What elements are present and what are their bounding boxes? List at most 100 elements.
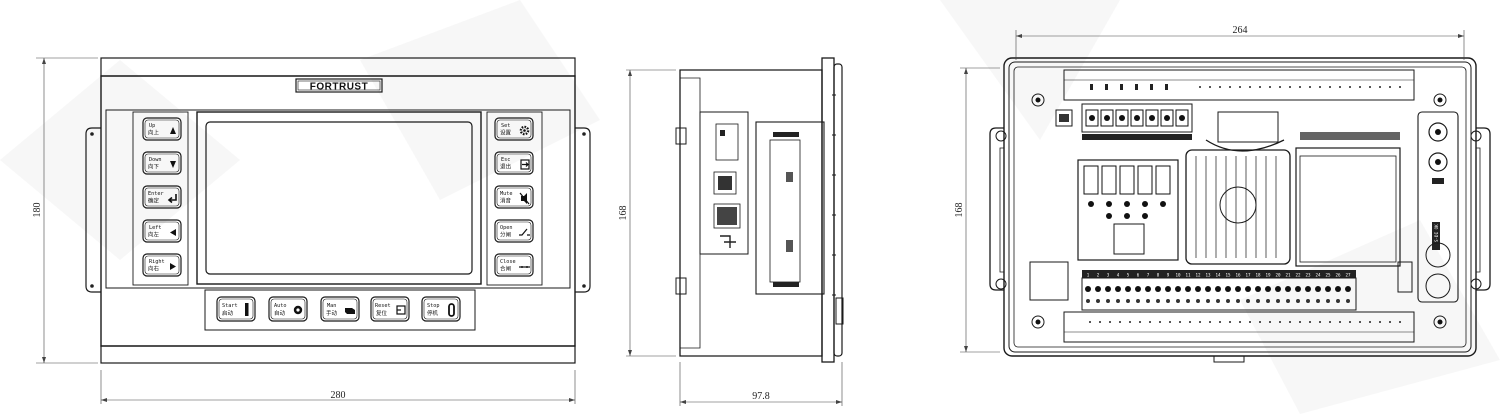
svg-text:Open: Open: [500, 225, 513, 231]
terminal-label: 25: [1325, 273, 1331, 278]
lcd-screen: [196, 111, 482, 285]
svg-text:Mute: Mute: [500, 191, 513, 197]
terminal-label: 26: [1335, 273, 1341, 278]
btn-open[interactable]: Open 分闸: [494, 219, 534, 243]
btn-left[interactable]: Left 向左: [142, 219, 182, 243]
side-height-dim: 168: [618, 206, 629, 221]
terminal-label: 11: [1185, 273, 1191, 278]
terminal-screw: [1165, 286, 1171, 292]
upper-terminal-block: [1081, 103, 1193, 140]
hand-icon: [345, 308, 355, 314]
switch-open-icon: [519, 228, 530, 236]
terminal-screw: [1245, 286, 1251, 292]
terminal-hole: [1226, 299, 1230, 303]
svg-text:Stop: Stop: [427, 303, 440, 309]
terminal-label: 4: [1117, 273, 1120, 278]
down-arrow-icon: [170, 161, 176, 168]
svg-text:启动: 启动: [222, 309, 234, 317]
terminal-label: 20: [1275, 273, 1281, 278]
terminal-screw: [1225, 286, 1231, 292]
terminal-label: 24: [1315, 273, 1321, 278]
back-dimensions: 264 168: [954, 25, 1465, 353]
svg-text:Start: Start: [222, 303, 238, 309]
btn-close[interactable]: Close 合闸: [494, 253, 534, 277]
relay-module: [1077, 159, 1179, 261]
svg-text:Enter: Enter: [148, 191, 164, 197]
back-width-dim: 264: [1233, 25, 1248, 36]
terminal-label: 10: [1175, 273, 1181, 278]
terminal-hole: [1196, 299, 1200, 303]
terminal-screw: [1275, 286, 1281, 292]
terminal-screw: [1215, 286, 1221, 292]
screws: [1031, 93, 1447, 329]
terminal-hole: [1316, 299, 1320, 303]
terminal-screw: [1325, 286, 1331, 292]
terminal-screw: [1285, 286, 1291, 292]
back-view: S-DI OK 12345678910111213141516171819202…: [954, 25, 1491, 363]
svg-text:确定: 确定: [148, 197, 160, 205]
terminal-hole: [1216, 299, 1220, 303]
svg-text:设置: 设置: [500, 129, 512, 137]
btn-right[interactable]: Right 向右: [142, 253, 182, 277]
terminal-screw: [1315, 286, 1321, 292]
terminal-screw: [1235, 286, 1241, 292]
terminal-screw: [1345, 286, 1351, 292]
btn-man[interactable]: Man 手动: [320, 296, 360, 322]
right-button-column: Set 设置 Esc 退出 Mute: [494, 117, 534, 277]
terminal-screw: [1125, 286, 1131, 292]
up-arrow-icon: [170, 127, 176, 134]
btn-reset[interactable]: Reset 复位: [370, 296, 410, 322]
btn-auto[interactable]: Auto 自动: [268, 296, 308, 322]
terminal-hole: [1166, 299, 1170, 303]
svg-text:手动: 手动: [326, 309, 338, 317]
svg-text:消音: 消音: [500, 197, 512, 205]
terminal-hole: [1326, 299, 1330, 303]
right-arrow-icon: [170, 263, 176, 270]
enter-arrow-icon: [167, 194, 177, 204]
terminal-label: 17: [1245, 273, 1251, 278]
terminal-screw: [1265, 286, 1271, 292]
terminal-screw: [1155, 286, 1161, 292]
terminal-label: 15: [1225, 273, 1231, 278]
svg-text:Auto: Auto: [274, 303, 287, 309]
svg-text:Close: Close: [500, 259, 516, 265]
front-view: FORTRUST Up 向上 Down 向下: [32, 57, 591, 404]
back-height-dim: 168: [954, 203, 965, 218]
terminal-label: 2: [1097, 273, 1100, 278]
front-height-dim: 180: [32, 203, 43, 218]
terminal-label: 22: [1295, 273, 1301, 278]
svg-text:向左: 向左: [148, 231, 160, 239]
terminal-label: 18: [1255, 273, 1261, 278]
terminal-hole: [1136, 299, 1140, 303]
heatsink: [1185, 111, 1291, 265]
btn-set[interactable]: Set 设置: [494, 117, 534, 141]
svg-text:自动: 自动: [274, 309, 286, 317]
btn-start[interactable]: Start 启动: [216, 296, 256, 322]
terminal-hole: [1156, 299, 1160, 303]
terminal-hole: [1306, 299, 1310, 303]
terminal-label: 12: [1195, 273, 1201, 278]
btn-stop[interactable]: Stop 停机: [421, 296, 461, 322]
terminal-screw: [1135, 286, 1141, 292]
terminal-screw: [1205, 286, 1211, 292]
terminal-label: 8: [1157, 273, 1160, 278]
terminal-label: 16: [1235, 273, 1241, 278]
terminal-screw: [1335, 286, 1341, 292]
btn-mute[interactable]: Mute 消音: [494, 185, 534, 209]
btn-up[interactable]: Up 向上: [142, 117, 182, 141]
btn-esc[interactable]: Esc 退出: [494, 151, 534, 175]
svg-text:Man: Man: [327, 303, 336, 309]
terminal-screw: [1185, 286, 1191, 292]
svg-text:向右: 向右: [148, 265, 160, 273]
exit-icon: [520, 159, 530, 170]
gear-icon: [519, 125, 530, 136]
svg-text:Left: Left: [149, 225, 162, 231]
terminal-screw: [1255, 286, 1261, 292]
btn-enter[interactable]: Enter 确定: [142, 185, 182, 209]
svg-text:合闸: 合闸: [500, 265, 511, 273]
btn-down[interactable]: Down 向下: [142, 151, 182, 175]
port-label: S-DI OK: [1434, 224, 1439, 242]
svg-text:Esc: Esc: [501, 157, 510, 163]
